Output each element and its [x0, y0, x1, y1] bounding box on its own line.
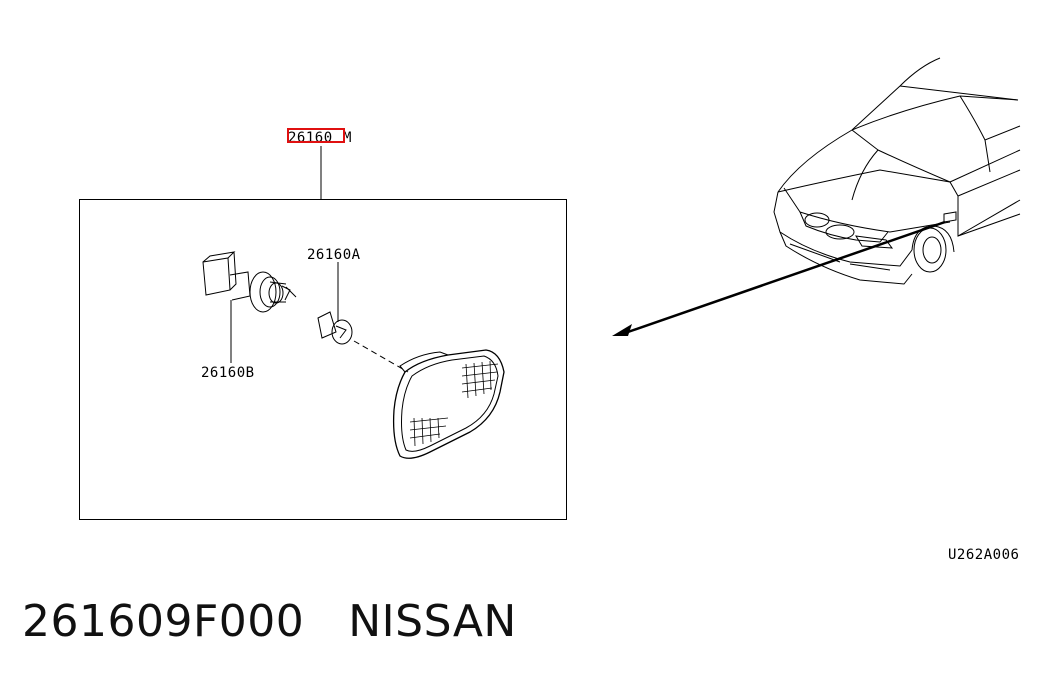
- callout-26160a[interactable]: 26160A: [307, 247, 361, 263]
- callout-suffix: M: [343, 130, 352, 146]
- side-lamp-lens: [392, 349, 505, 459]
- location-arrow: [612, 220, 946, 336]
- highlight-box: [287, 128, 345, 143]
- footer-brand: NISSAN: [348, 596, 517, 647]
- main-callout[interactable]: 26160 M: [287, 128, 352, 146]
- footer-part-info: 261609F000 NISSAN: [22, 596, 517, 647]
- footer-part-number: 261609F000: [22, 596, 305, 647]
- car-illustration: [773, 57, 1021, 285]
- wedge-bulb: [317, 311, 353, 345]
- illustration-code: U262A006: [948, 547, 1019, 563]
- bulb-socket: [202, 251, 297, 313]
- assembly-dash-line: [353, 340, 409, 373]
- assembly-frame: [79, 199, 567, 520]
- callout-26160b[interactable]: 26160B: [201, 365, 255, 381]
- callout-part-number: 26160: [288, 130, 333, 146]
